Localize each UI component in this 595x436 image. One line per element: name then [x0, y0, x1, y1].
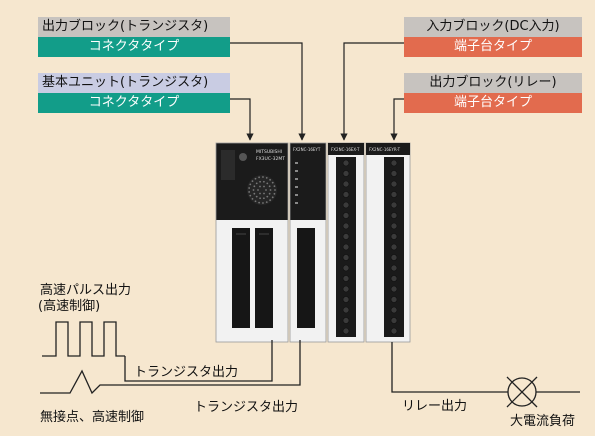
output-block-relay-title: 出力ブロック(リレー) [404, 73, 582, 93]
base-unit: MITSUBISHI FX3UC-32MT [215, 142, 289, 343]
contactless-line [40, 340, 301, 395]
relay-output-line [391, 342, 488, 393]
output-block-relay-module: FX2NC-16EYR-T [365, 142, 411, 343]
output-block-transistor-module: FX2NC-16EYT [289, 142, 327, 343]
transistor-output-label-2: トランジスタ出力 [194, 400, 299, 415]
transistor-output-line-1 [124, 340, 273, 382]
in-block-model-text: FX2NC-16EX-T [331, 147, 360, 152]
transistor-output-label-1: トランジスタ出力 [134, 365, 239, 380]
relay-output-label: リレー出力 [402, 399, 468, 414]
base-unit-transistor-type: コネクタタイプ [38, 93, 230, 113]
leader-lines [230, 42, 404, 141]
base-model-text: FX3UC-32MT [256, 156, 285, 162]
large-current-load-label: 大電流負荷 [510, 414, 576, 429]
base-unit-transistor-title: 基本ユニット(トランジスタ) [38, 73, 230, 93]
input-block-dc-type: 端子台タイプ [404, 37, 582, 57]
load-symbol [488, 376, 580, 408]
input-block-dc-title: 入力ブロック(DC入力) [404, 17, 582, 37]
output-block-transistor-type: コネクタタイプ [38, 37, 230, 57]
highspeed-control-paren-label: (高速制御) [38, 299, 101, 314]
out-block-model-text: FX2NC-16EYT [293, 147, 321, 152]
pulse-waveform [42, 321, 125, 357]
highspeed-pulse-label: 高速パルス出力 [40, 283, 132, 298]
base-brand-text: MITSUBISHI [256, 149, 282, 155]
contactless-label: 無接点、高速制御 [40, 410, 145, 425]
output-block-relay-type: 端子台タイプ [404, 93, 582, 113]
output-block-transistor-title: 出力ブロック(トランジスタ) [38, 17, 230, 37]
relay-block-model-text: FX2NC-16EYR-T [369, 147, 401, 152]
